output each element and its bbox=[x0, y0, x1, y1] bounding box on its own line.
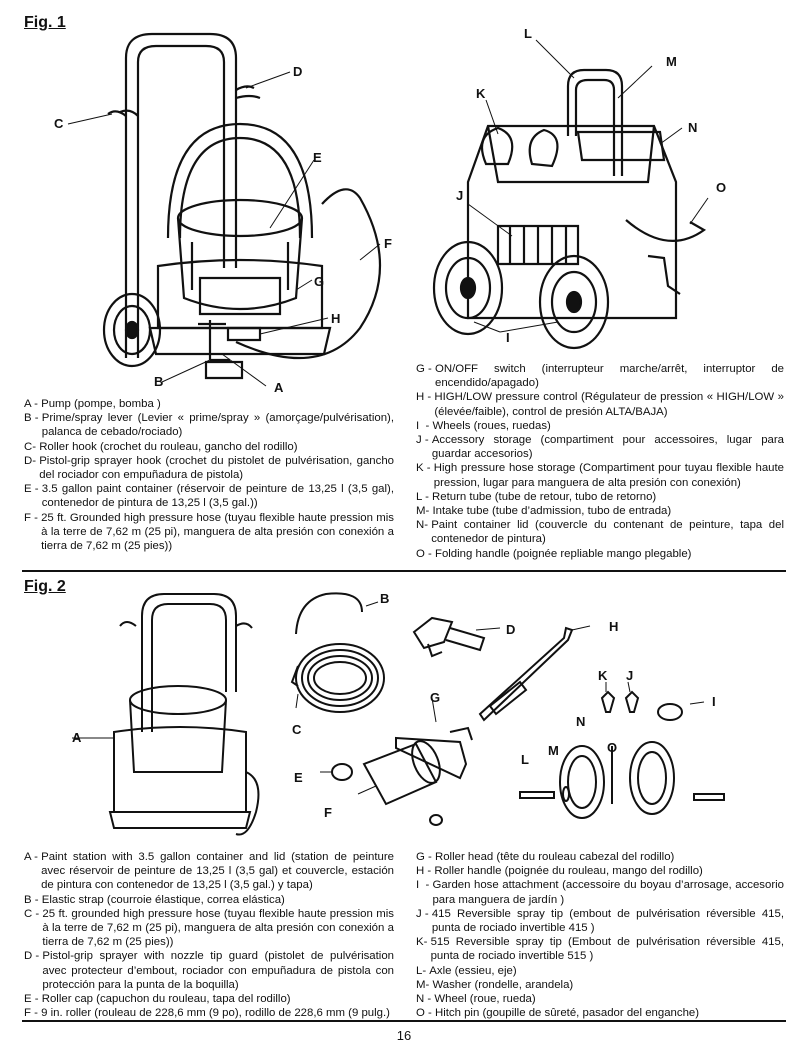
legend-item: N- Paint container lid (couvercle du con… bbox=[416, 519, 784, 546]
fig1-callout-h: H bbox=[331, 311, 341, 326]
legend-item: A - Paint station with 3.5 gallon contai… bbox=[24, 851, 394, 892]
legend-item: A - Pump (pompe, bomba ) bbox=[24, 398, 161, 410]
legend-item: N - Wheel (roue, rueda) bbox=[416, 993, 536, 1006]
legend-item: G - Roller head (tête du rouleau cabezal… bbox=[416, 851, 675, 863]
fig2-callout-h: H bbox=[609, 619, 619, 634]
fig1-callout-j: J bbox=[456, 188, 464, 203]
legend-item: C- Roller hook (crochet du rouleau, ganc… bbox=[24, 440, 298, 453]
fig2-callout-d: D bbox=[506, 622, 516, 637]
legend-item: D- Pistol-grip sprayer hook (crochet du … bbox=[24, 454, 394, 482]
fig2-callout-n: N bbox=[576, 714, 586, 729]
fig1-callout-i: I bbox=[506, 330, 510, 345]
fig1-callout-o: O bbox=[716, 180, 727, 195]
legend-item: H - HIGH/LOW pressure control (Régulateu… bbox=[416, 391, 784, 418]
fig1-callout-c: C bbox=[54, 116, 64, 131]
section-divider bbox=[22, 570, 786, 572]
legend-item: O - Hitch pin (goupille de sûreté, pasad… bbox=[416, 1007, 700, 1020]
legend-item: M- Intake tube (tube d’admission, tubo d… bbox=[416, 505, 672, 518]
legend-item: F - 25 ft. Grounded high pressure hose (… bbox=[24, 511, 394, 553]
footer-divider bbox=[22, 1020, 786, 1022]
fig2-callout-g: G bbox=[430, 690, 441, 705]
legend-item: D - Pistol-grip sprayer with nozzle tip … bbox=[24, 950, 394, 991]
legend-item: E - 3.5 gallon paint container (réservoi… bbox=[24, 483, 394, 510]
fig2-callout-j: J bbox=[626, 668, 634, 683]
legend-item: C - 25 ft. grounded high pressure hose (… bbox=[24, 907, 394, 949]
fig2-callout-l: L bbox=[521, 752, 529, 767]
legend-item: B - Prime/spray lever (Levier « prime/sp… bbox=[24, 412, 394, 439]
legend-item: F - 9 in. roller (rouleau de 228,6 mm (9… bbox=[24, 1007, 390, 1020]
legend-item: J - 415 Reversible spray tip (embout de … bbox=[416, 907, 784, 935]
fig2-callout-a: A bbox=[72, 730, 82, 745]
fig1-paint-station-front-illustration bbox=[67, 32, 381, 387]
fig2-callout-i: I bbox=[712, 694, 716, 709]
fig1-title: Fig. 1 bbox=[24, 14, 66, 31]
fig2-callout-e: E bbox=[294, 770, 303, 785]
fig2-callout-m: M bbox=[548, 743, 559, 758]
fig1-callout-l: L bbox=[524, 26, 532, 41]
fig1-callout-n: N bbox=[688, 120, 698, 135]
legend-item: E - Roller cap (capuchon du rouleau, tap… bbox=[24, 993, 291, 1006]
legend-item: I - Wheels (roues, ruedas) bbox=[416, 419, 551, 432]
fig2-legend-right: G - Roller head (tête du rouleau cabezal… bbox=[416, 850, 784, 1020]
fig1-callout-b: B bbox=[154, 374, 164, 389]
legend-item: M- Washer (rondelle, arandela) bbox=[416, 978, 574, 991]
legend-item: K- 515 Reversible spray tip (Embout de p… bbox=[416, 936, 784, 963]
fig1-callout-m: M bbox=[666, 54, 677, 69]
fig1-callout-f: F bbox=[384, 236, 392, 251]
fig2-parts-illustration bbox=[72, 592, 725, 836]
legend-item: J - Accessory storage (compartiment pour… bbox=[416, 434, 784, 461]
legend-item: O - Folding handle (poignée repliable ma… bbox=[416, 547, 692, 560]
fig1-callout-d: D bbox=[293, 64, 303, 79]
fig1-callout-a: A bbox=[274, 380, 284, 395]
fig1-paint-station-rear-illustration bbox=[432, 39, 709, 350]
fig1-legend-right: G - ON/OFF switch (interrupteur marche/a… bbox=[416, 362, 784, 561]
fig1-callout-g: G bbox=[314, 274, 325, 289]
fig1-callout-k: K bbox=[476, 86, 486, 101]
fig2-callout-f: F bbox=[324, 805, 332, 820]
fig2-callout-o: O bbox=[607, 740, 618, 755]
legend-item: K - High pressure hose storage (Comparti… bbox=[416, 462, 784, 489]
page-number: 16 bbox=[396, 1028, 412, 1043]
legend-item: B - Elastic strap (courroie élastique, c… bbox=[24, 893, 285, 906]
legend-item: L - Return tube (tube de retour, tubo de… bbox=[416, 490, 657, 503]
legend-item: G - ON/OFF switch (interrupteur marche/a… bbox=[416, 363, 784, 390]
legend-item: L- Axle (essieu, eje) bbox=[416, 964, 517, 977]
fig1-legend-left: A - Pump (pompe, bomba ) B - Prime/spray… bbox=[24, 397, 394, 553]
fig2-callout-c: C bbox=[292, 722, 302, 737]
fig2-callout-b: B bbox=[380, 591, 390, 606]
fig2-title: Fig. 2 bbox=[24, 578, 66, 595]
legend-item: I - Garden hose attachment (accessoire d… bbox=[416, 879, 784, 906]
fig2-callout-k: K bbox=[598, 668, 608, 683]
legend-item: H - Roller handle (poignée du rouleau, m… bbox=[416, 865, 703, 878]
fig2-legend-left: A - Paint station with 3.5 gallon contai… bbox=[24, 850, 394, 1020]
fig1-callout-e: E bbox=[313, 150, 322, 165]
